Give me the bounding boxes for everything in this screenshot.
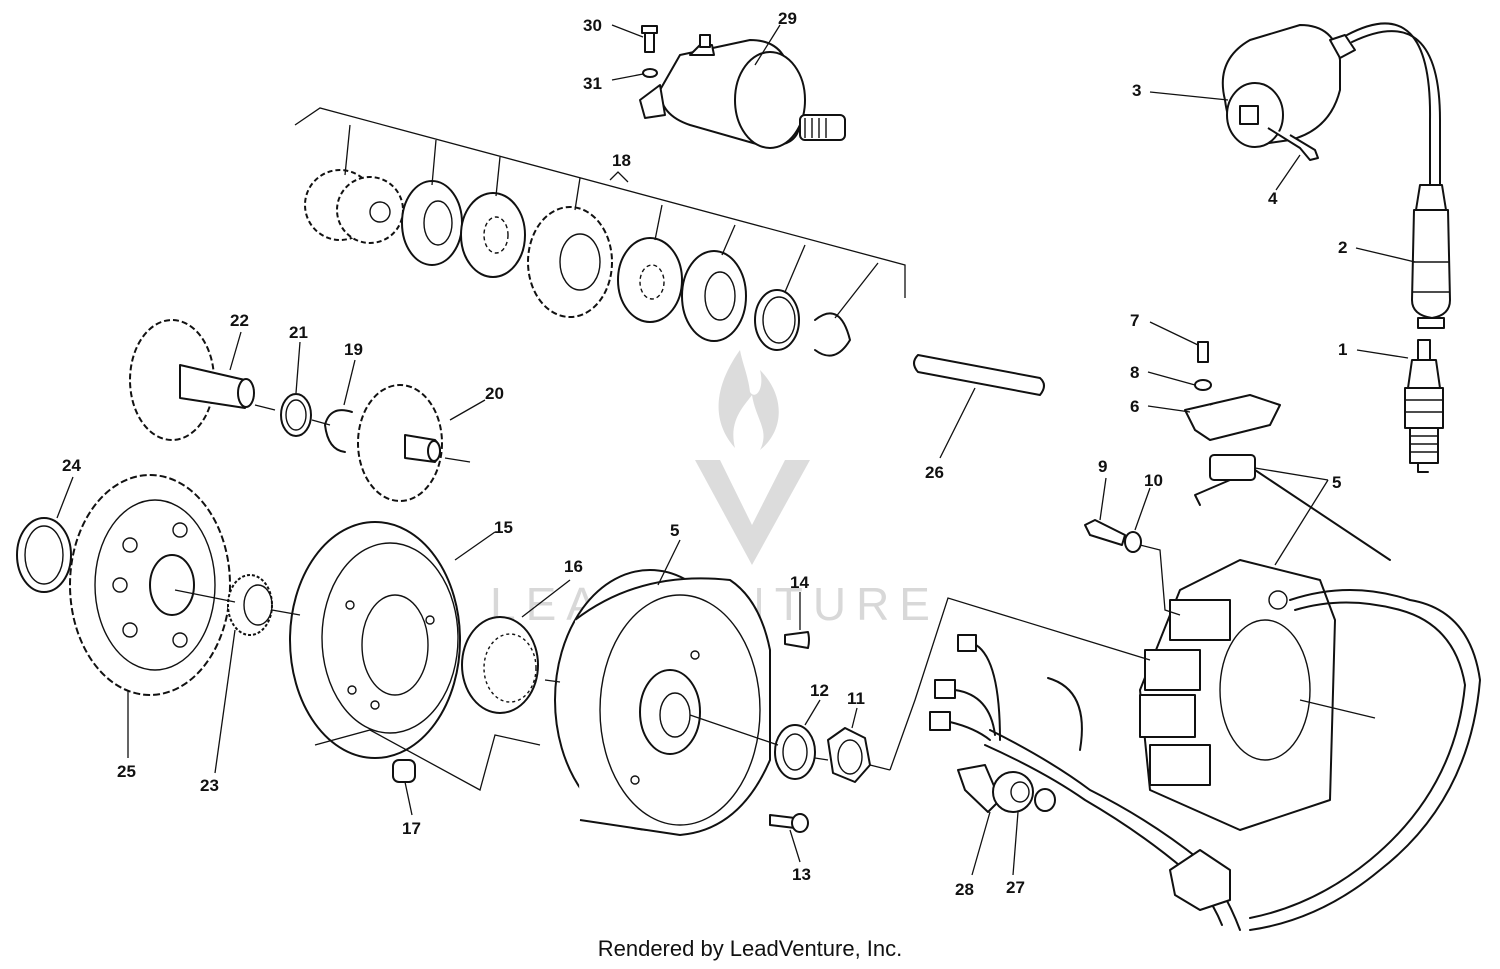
callout-26: 26 xyxy=(925,463,944,482)
pickup-coil-bracket xyxy=(1184,341,1281,441)
wiring-harness xyxy=(929,589,1481,931)
callout-24: 24 xyxy=(62,456,81,475)
callout-25: 25 xyxy=(117,762,136,781)
clutch-bracket-line xyxy=(314,729,541,791)
spark-plug-cap xyxy=(1411,184,1451,329)
bolt-13 xyxy=(769,813,809,833)
callout-10: 10 xyxy=(1144,471,1163,490)
callout-labels: 30 31 29 3 4 2 1 18 7 8 6 9 10 5 22 21 1… xyxy=(62,9,1347,899)
callout-17: 17 xyxy=(402,819,421,838)
callout-28: 28 xyxy=(955,880,974,899)
dowel-pin xyxy=(392,759,416,783)
callout-9: 9 xyxy=(1098,457,1107,476)
grommet xyxy=(957,764,1056,813)
starter-motor xyxy=(639,25,846,149)
callout-1: 1 xyxy=(1338,340,1347,359)
callout-5-stator: 5 xyxy=(1332,473,1341,492)
ignition-coil xyxy=(1221,22,1441,191)
gear-train-assembly xyxy=(294,107,906,357)
callout-18: 18 xyxy=(612,151,631,170)
stator xyxy=(1139,559,1336,831)
pulser-connector xyxy=(1194,454,1391,561)
callout-5-flywheel: 5 xyxy=(670,521,679,540)
callout-23: 23 xyxy=(200,776,219,795)
spark-plug xyxy=(1404,339,1444,473)
flywheel-nut xyxy=(827,727,871,783)
woodruff-key xyxy=(784,631,810,649)
callout-16: 16 xyxy=(564,557,583,576)
needle-bearing xyxy=(227,574,273,636)
alignment-lines xyxy=(174,401,1376,771)
callout-2: 2 xyxy=(1338,238,1347,257)
callout-31: 31 xyxy=(583,74,602,93)
starter-clutch xyxy=(289,521,461,759)
intermediate-gear-shaft xyxy=(129,319,443,502)
callout-13: 13 xyxy=(792,865,811,884)
callout-3: 3 xyxy=(1132,81,1141,100)
footer-credit: Rendered by LeadVenture, Inc. xyxy=(597,936,903,961)
callout-4: 4 xyxy=(1268,189,1278,208)
callout-15: 15 xyxy=(494,518,513,537)
callout-6: 6 xyxy=(1130,397,1139,416)
callout-29: 29 xyxy=(778,9,797,28)
callout-20: 20 xyxy=(485,384,504,403)
callout-12: 12 xyxy=(810,681,829,700)
flywheel xyxy=(554,569,771,836)
callout-30: 30 xyxy=(583,16,602,35)
callout-21: 21 xyxy=(289,323,308,342)
shaft-pin xyxy=(913,354,1045,396)
callout-11: 11 xyxy=(847,689,865,708)
stator-bolt xyxy=(1084,519,1142,553)
callout-19: 19 xyxy=(344,340,363,359)
one-way-clutch xyxy=(461,616,539,714)
callout-7: 7 xyxy=(1130,311,1139,330)
washer-12 xyxy=(774,724,816,780)
callout-8: 8 xyxy=(1130,363,1139,382)
callout-14: 14 xyxy=(790,573,809,592)
leader-lines xyxy=(56,24,1416,876)
callout-22: 22 xyxy=(230,311,249,330)
callout-27: 27 xyxy=(1006,878,1025,897)
driven-gear xyxy=(16,474,231,696)
